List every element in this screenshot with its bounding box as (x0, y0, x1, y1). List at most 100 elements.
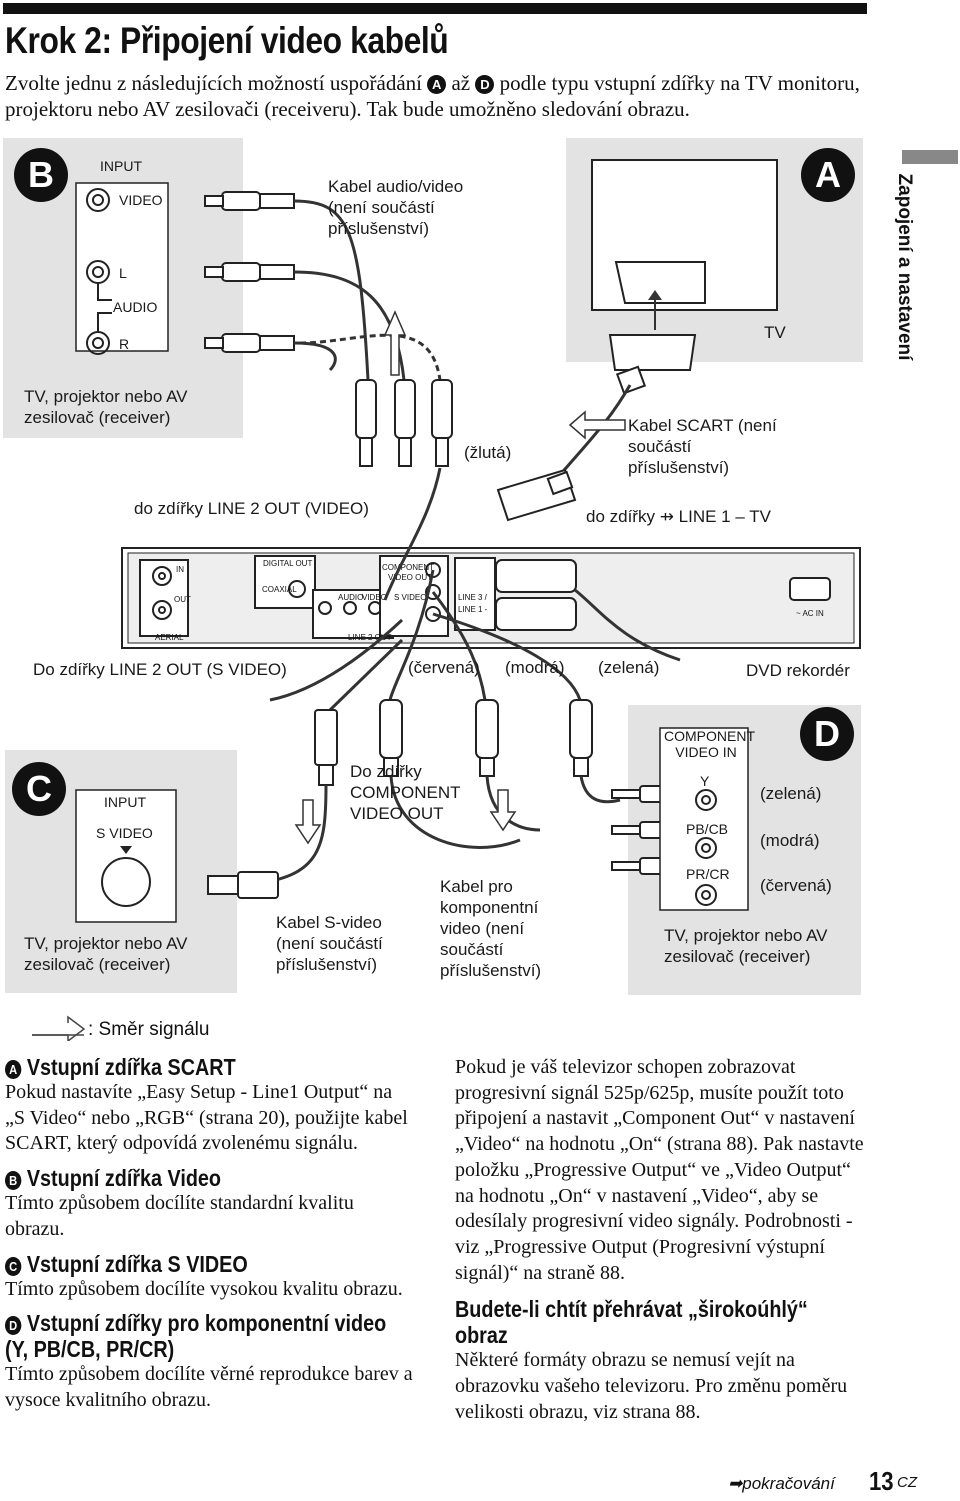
av-cable-label: Kabel audio/video (není součástí přísluš… (328, 177, 464, 238)
right-column: Pokud je váš televizor schopen zobrazova… (455, 1055, 865, 1425)
panel-c-letter: C (12, 762, 66, 816)
blue-label: (modrá) (505, 658, 565, 677)
side-tab-stripe (902, 150, 958, 164)
av-plugs-down (355, 379, 453, 467)
intro-text-2: až (451, 71, 471, 95)
section-letter-badge: C (5, 1256, 22, 1276)
scart-cable-label: Kabel SCART (není součástí příslušenství… (628, 416, 777, 477)
section-text: Tímto způsobem docílíte věrné reprodukce… (5, 1363, 413, 1411)
panel-d-jack-box (659, 727, 749, 911)
intro-paragraph: Zvolte jednu z následujících možností us… (5, 70, 865, 122)
svg-text:LINE 3 /: LINE 3 / (458, 593, 488, 602)
panel-d-pr-label: PR/CR (686, 866, 730, 882)
legend-text: : Směr signálu (88, 1019, 210, 1040)
top-rule (3, 3, 867, 14)
green-label: (zelená) (598, 658, 660, 677)
section-heading-text: Vstupní zdířky pro komponentní video (Y,… (5, 1310, 387, 1363)
panel-c-input-label: INPUT (104, 794, 146, 810)
panel-d-caption: TV, projektor nebo AV zesilovač (receive… (664, 926, 828, 966)
panel-b-r-label: R (119, 336, 130, 352)
panel-b-caption: TV, projektor nebo AV zesilovač (receive… (24, 387, 188, 427)
intro-text-1: Zvolte jednu z následujících možností us… (5, 71, 422, 95)
svideo-plug (314, 709, 338, 786)
svg-text:AERIAL: AERIAL (155, 633, 184, 642)
tv-label: TV (764, 323, 786, 342)
panel-a-letter: A (801, 148, 855, 202)
signal-arrow-down-1 (294, 799, 322, 845)
section-letter-badge: D (5, 1316, 22, 1336)
svg-text:VIDEO OUT: VIDEO OUT (388, 573, 432, 582)
page-number: 13 (869, 1466, 894, 1496)
dvd-recorder-rear (121, 547, 861, 649)
section-video: B Vstupní zdířka Video Tímto způsobem do… (5, 1165, 415, 1242)
scart-plug-recorder (496, 468, 577, 522)
signal-arrow-left (568, 410, 626, 440)
svg-text:DIGITAL OUT: DIGITAL OUT (263, 559, 312, 568)
page-title: Krok 2: Připojení video kabelů (5, 20, 449, 61)
red-label: (červená) (408, 658, 480, 677)
section-heading: D Vstupní zdířky pro komponentní video (… (5, 1310, 405, 1362)
page-language: CZ (897, 1474, 917, 1491)
panel-d-jacks (695, 789, 717, 906)
line1-tv-label: do zdířky ⇸ LINE 1 – TV (586, 507, 771, 526)
yellow-label: (žlutá) (464, 443, 512, 462)
line2-video-label: do zdířky LINE 2 OUT (VIDEO) (134, 499, 369, 518)
svg-text:IN: IN (176, 565, 184, 574)
signal-arrow-up-1 (383, 310, 407, 376)
dvd-recorder-label: DVD rekordér (746, 661, 850, 680)
svg-text:COAXIAL: COAXIAL (262, 585, 297, 594)
section-heading-text: Vstupní zdířka Video (26, 1165, 222, 1192)
component-out-label: Do zdířky COMPONENT VIDEO OUT (350, 762, 461, 823)
component-plugs (379, 699, 593, 777)
panel-b-audio-label: AUDIO (113, 299, 158, 315)
recorder-cables (269, 467, 681, 712)
section-heading: B Vstupní zdířka Video (5, 1165, 358, 1191)
line2-svideo-label: Do zdířky LINE 2 OUT (S VIDEO) (33, 660, 287, 679)
panel-d-letter: D (800, 707, 854, 761)
widescreen-heading: Budete-li chtít přehrávat „širokoúhlý“ o… (455, 1296, 808, 1349)
section-text: Pokud nastavíte „Easy Setup - Line1 Outp… (5, 1081, 408, 1155)
widescreen-text: Některé formáty obrazu se nemusí vejít n… (455, 1349, 848, 1423)
component-cable-label: Kabel pro komponentní video (není součás… (440, 877, 542, 980)
panel-b-jacks (86, 188, 112, 355)
section-letter-badge: B (5, 1171, 22, 1191)
section-svideo: C Vstupní zdířka S VIDEO Tímto způsobem … (5, 1251, 415, 1303)
section-text: Tímto způsobem docílíte standardní kvali… (5, 1192, 354, 1240)
svideo-plug-c (207, 871, 279, 899)
signal-direction-arrow-icon (32, 1015, 86, 1041)
svg-text:LINE 2 OUT: LINE 2 OUT (348, 633, 392, 642)
section-letter-badge: A (5, 1060, 22, 1079)
section-scart: A Vstupní zdířka SCART Pokud nastavíte „… (5, 1054, 415, 1157)
section-heading: A Vstupní zdířka SCART (5, 1054, 358, 1080)
panel-b-video-label: VIDEO (119, 192, 163, 208)
svg-text:S VIDEO: S VIDEO (394, 593, 426, 602)
panel-d-y-label: Y (700, 773, 710, 789)
section-heading-text: Vstupní zdířka SCART (26, 1054, 236, 1080)
panel-d-pb-label: PB/CB (686, 821, 729, 837)
panel-b-input-label: INPUT (100, 158, 142, 174)
scart-plug-a (608, 334, 697, 395)
intro-text-3: podle typu vstupní zdířky na TV monitoru… (5, 71, 860, 121)
svg-text:LINE 1 -: LINE 1 - (458, 605, 488, 614)
rca-plugs-panel-b (204, 191, 295, 353)
panel-b-jack-box (75, 182, 169, 352)
panel-b-l-label: L (119, 265, 127, 281)
progressive-paragraph: Pokud je váš televizor schopen zobrazova… (455, 1056, 864, 1284)
panel-c-caption: TV, projektor nebo AV zesilovač (receive… (24, 934, 188, 974)
panel-d-component-in-label: COMPONENT VIDEO IN (664, 728, 755, 760)
letter-badge-a: A (427, 75, 447, 94)
section-heading-text: Vstupní zdířka S VIDEO (26, 1250, 248, 1277)
tv-scart-socket (614, 261, 706, 304)
panel-c-svideo-label: S VIDEO (96, 825, 153, 841)
signal-arrow-down-2 (489, 789, 517, 832)
continue-label: ➡pokračování (728, 1474, 835, 1493)
panel-b-letter: B (14, 148, 68, 202)
svideo-cable-label: Kabel S-video (není součástí příslušenst… (276, 913, 383, 974)
panel-d-blue-label: (modrá) (760, 831, 820, 850)
section-component: D Vstupní zdířky pro komponentní video (… (5, 1310, 415, 1413)
left-column: A Vstupní zdířka SCART Pokud nastavíte „… (5, 1054, 415, 1422)
letter-badge-d: D (475, 75, 495, 94)
svg-text:~ AC IN: ~ AC IN (796, 609, 824, 618)
